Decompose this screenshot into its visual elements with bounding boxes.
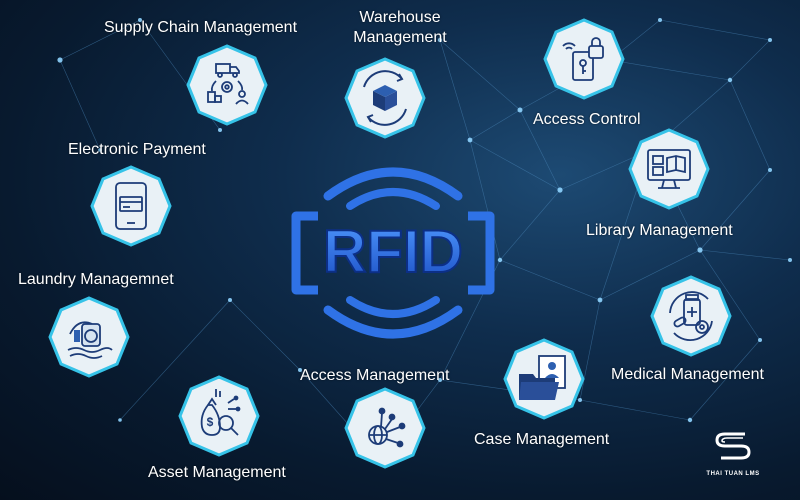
laundry-badge — [48, 296, 130, 378]
case-folder-icon — [503, 338, 585, 420]
medical-badge — [650, 275, 732, 357]
label-case-management: Case Management — [474, 431, 610, 448]
warehouse-box-icon — [344, 57, 426, 139]
label-asset-management: Asset Management — [148, 464, 286, 481]
rfid-emblem: RFID — [288, 158, 498, 343]
brand-logo: THAI TUAN LMS — [698, 428, 768, 484]
label-warehouse: Warehouse Management — [340, 8, 460, 48]
label-laundry: Laundry Managemnet — [18, 271, 174, 288]
brand-s-icon — [715, 432, 751, 460]
access-control-badge — [543, 18, 625, 100]
network-globe-icon — [344, 387, 426, 469]
svg-text:$: $ — [207, 415, 214, 429]
label-access-control: Access Control — [533, 111, 641, 128]
payment-card-icon — [90, 165, 172, 247]
label-medical: Medical Management — [611, 366, 764, 383]
case-management-badge — [503, 338, 585, 420]
asset-management-badge: $ — [178, 375, 260, 457]
laundry-icon — [48, 296, 130, 378]
library-monitor-icon — [628, 128, 710, 210]
label-access-management: Access Management — [300, 367, 450, 384]
access-lock-icon — [543, 18, 625, 100]
label-electronic-payment: Electronic Payment — [68, 141, 206, 158]
label-warehouse-line2: Management — [353, 29, 447, 46]
label-supply-chain: Supply Chain Management — [104, 19, 298, 36]
electronic-payment-badge — [90, 165, 172, 247]
rfid-waves-icon: RFID — [291, 167, 495, 339]
medical-icon — [650, 275, 732, 357]
warehouse-badge — [344, 57, 426, 139]
asset-money-icon: $ — [178, 375, 260, 457]
rfid-text: RFID — [323, 218, 463, 285]
access-management-badge — [344, 387, 426, 469]
supply-chain-icon — [186, 44, 268, 126]
label-warehouse-line1: Warehouse — [359, 9, 441, 26]
supply-chain-badge — [186, 44, 268, 126]
library-badge — [628, 128, 710, 210]
brand-name: THAI TUAN LMS — [706, 471, 760, 477]
label-library: Library Management — [586, 222, 733, 239]
